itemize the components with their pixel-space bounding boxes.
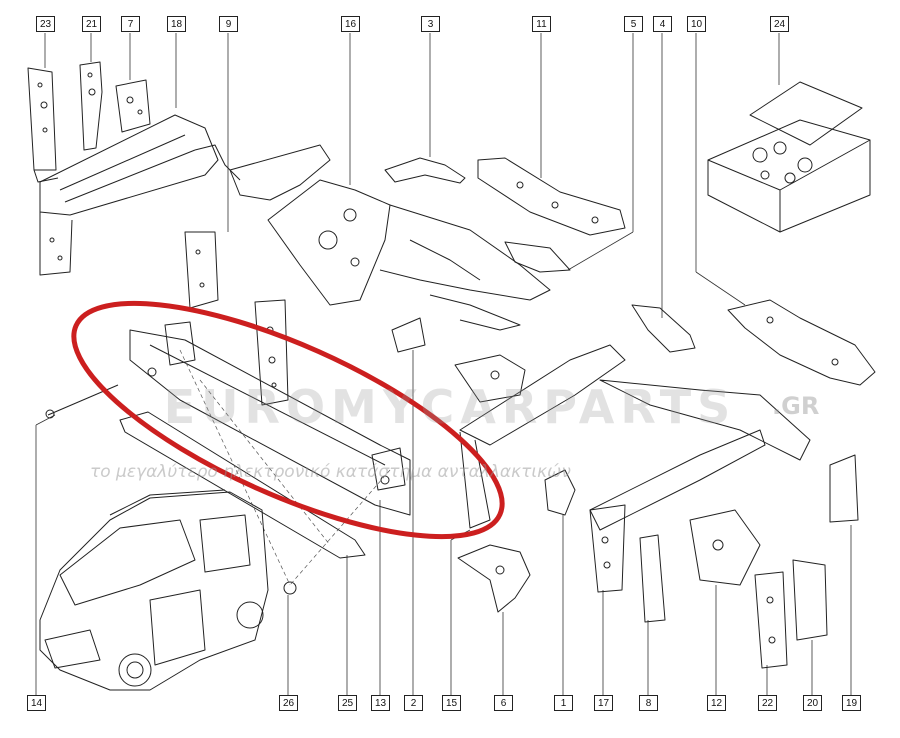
part-26-nut — [283, 581, 297, 595]
callout-21: 21 — [82, 16, 101, 32]
vehicle-illustration — [39, 489, 269, 691]
part-9-bracket — [184, 231, 219, 309]
highlight-ellipse — [71, 300, 505, 540]
part-7-bracket — [115, 79, 151, 133]
part-16-suspension-housing — [229, 144, 551, 331]
callout-5: 5 — [624, 16, 643, 32]
part-21-bracket — [79, 61, 103, 151]
callout-19: 19 — [842, 695, 861, 711]
callout-15: 15 — [442, 695, 461, 711]
callout-14: 14 — [27, 695, 46, 711]
callout-10: 10 — [687, 16, 706, 32]
part-23-bracket — [27, 67, 59, 183]
callout-26: 26 — [279, 695, 298, 711]
assembly-dashed-lines — [179, 349, 391, 586]
part-1-small-bracket — [544, 469, 576, 516]
part-18-side-rail — [39, 114, 241, 276]
callout-9: 9 — [219, 16, 238, 32]
callout-11: 11 — [532, 16, 551, 32]
callout-24: 24 — [770, 16, 789, 32]
callout-8: 8 — [639, 695, 658, 711]
callout-25: 25 — [338, 695, 357, 711]
callout-13: 13 — [371, 695, 390, 711]
leader-lines-top — [44, 33, 780, 318]
callout-6: 6 — [494, 695, 513, 711]
part-22-plate — [754, 571, 788, 669]
part-lower-front-structure — [454, 344, 811, 531]
part-13-front-crossmember — [129, 321, 411, 516]
callout-16: 16 — [341, 16, 360, 32]
part-4-bracket — [631, 304, 696, 353]
callout-12: 12 — [707, 695, 726, 711]
callout-2: 2 — [404, 695, 423, 711]
part-3-bracket — [384, 157, 466, 184]
callout-1: 1 — [554, 695, 573, 711]
part-20-bracket — [792, 559, 828, 641]
callout-17: 17 — [594, 695, 613, 711]
callout-7: 7 — [121, 16, 140, 32]
part-24-hardware-box — [707, 81, 871, 233]
part-25-lower-crossmember — [119, 411, 366, 559]
callout-3: 3 — [421, 16, 440, 32]
part-10-member — [727, 299, 876, 386]
callout-23: 23 — [36, 16, 55, 32]
part-8-bracket — [639, 534, 666, 623]
part-19-bracket — [829, 454, 859, 523]
part-2-clip — [391, 317, 426, 353]
part-17-panel — [589, 504, 626, 593]
leader-lines-bottom — [35, 350, 852, 695]
part-5-panel — [504, 241, 571, 273]
part-6-mount — [457, 544, 531, 613]
callout-20: 20 — [803, 695, 822, 711]
callout-22: 22 — [758, 695, 777, 711]
part-12-plate — [689, 509, 761, 586]
part-front-pillar — [254, 299, 289, 406]
callout-4: 4 — [653, 16, 672, 32]
callout-18: 18 — [167, 16, 186, 32]
part-11-member — [477, 157, 626, 236]
